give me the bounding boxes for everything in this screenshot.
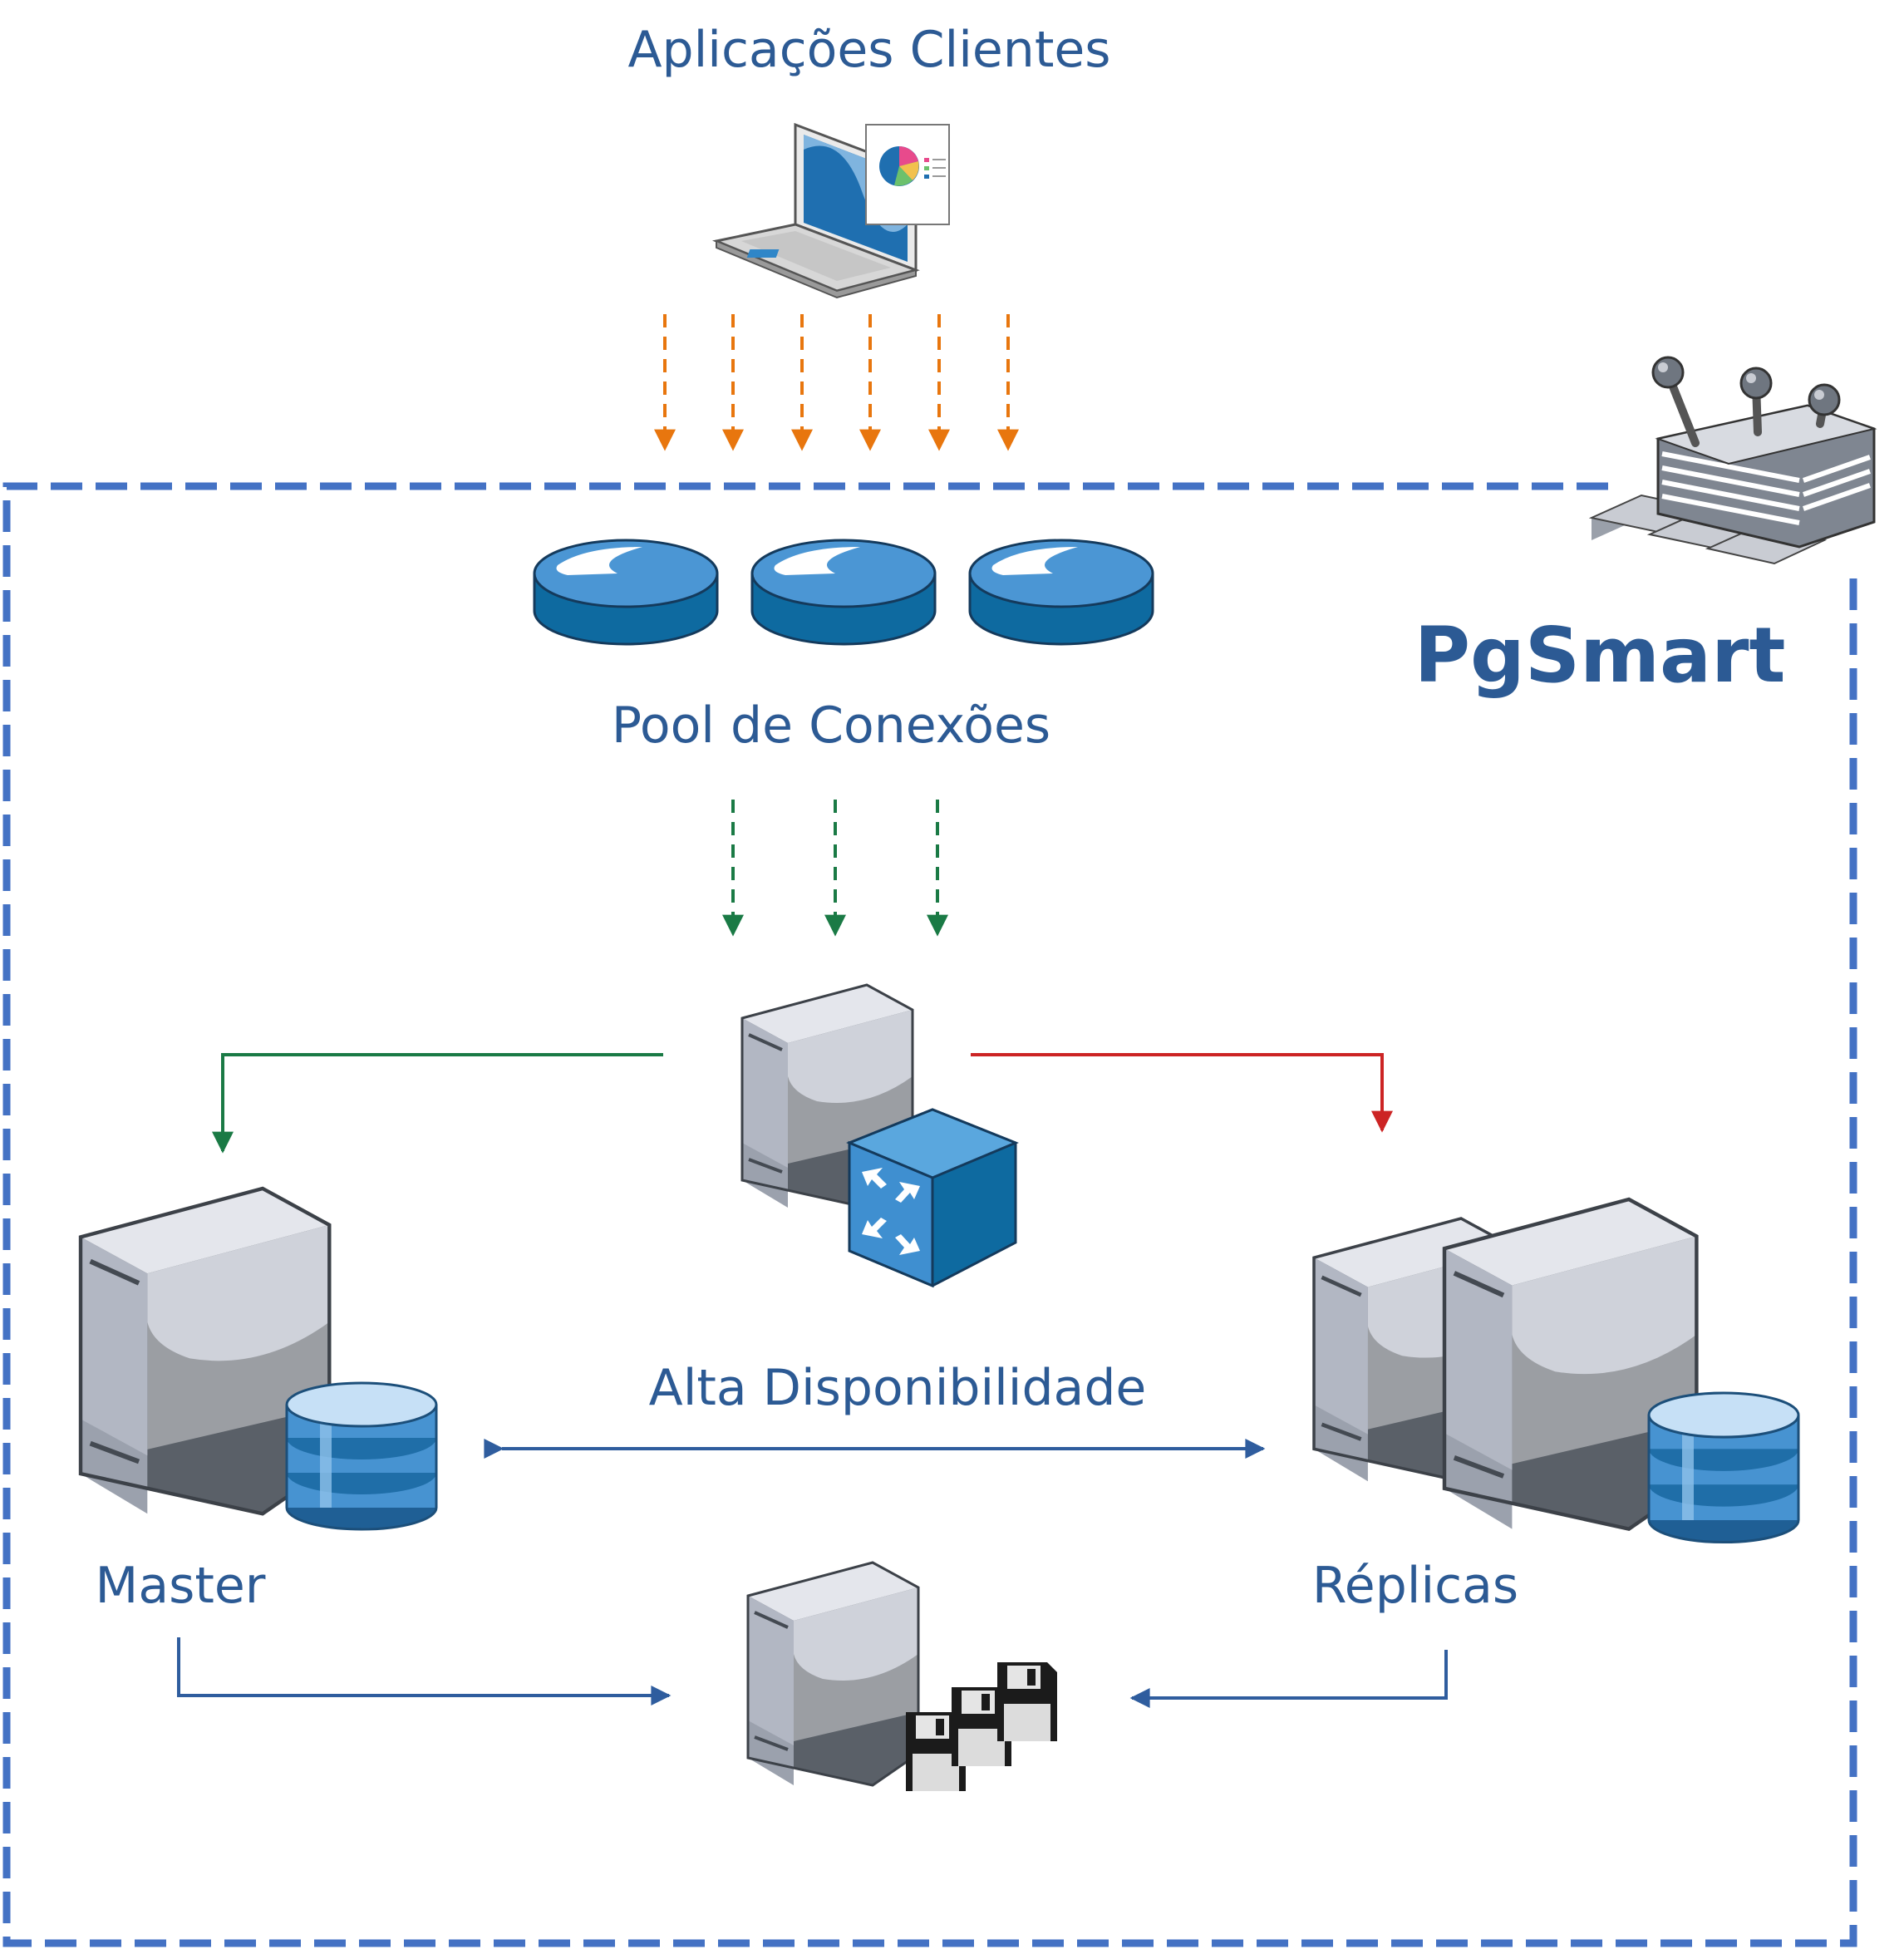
client-request-arrows (654, 314, 1019, 451)
replica-backup-arrow (1129, 1650, 1448, 1708)
clients-label: Aplicações Clientes (627, 21, 1110, 79)
pool-label: Pool de Conexões (612, 696, 1050, 755)
laptop-chart-icon (711, 122, 950, 299)
pgsmart-boundary (2, 482, 1857, 1947)
replica-database-servers-icon (1314, 1199, 1800, 1544)
pool-arrows (722, 800, 948, 937)
pgsmart-brand: PgSmart (1414, 611, 1786, 700)
master-database-server-icon (81, 1189, 438, 1531)
control-switch-icon (1588, 356, 1877, 565)
backup-server-icon (746, 1561, 1057, 1791)
connection-pool-disk-icon (533, 539, 1154, 646)
master-label: Master (96, 1557, 266, 1615)
read-route-arrow (971, 1053, 1393, 1133)
replicas-label: Réplicas (1312, 1557, 1518, 1615)
write-route-arrow (212, 1053, 663, 1154)
ha-label: Alta Disponibilidade (649, 1359, 1147, 1417)
master-backup-arrow (177, 1637, 672, 1705)
load-balancer-server-icon (740, 983, 1019, 1288)
